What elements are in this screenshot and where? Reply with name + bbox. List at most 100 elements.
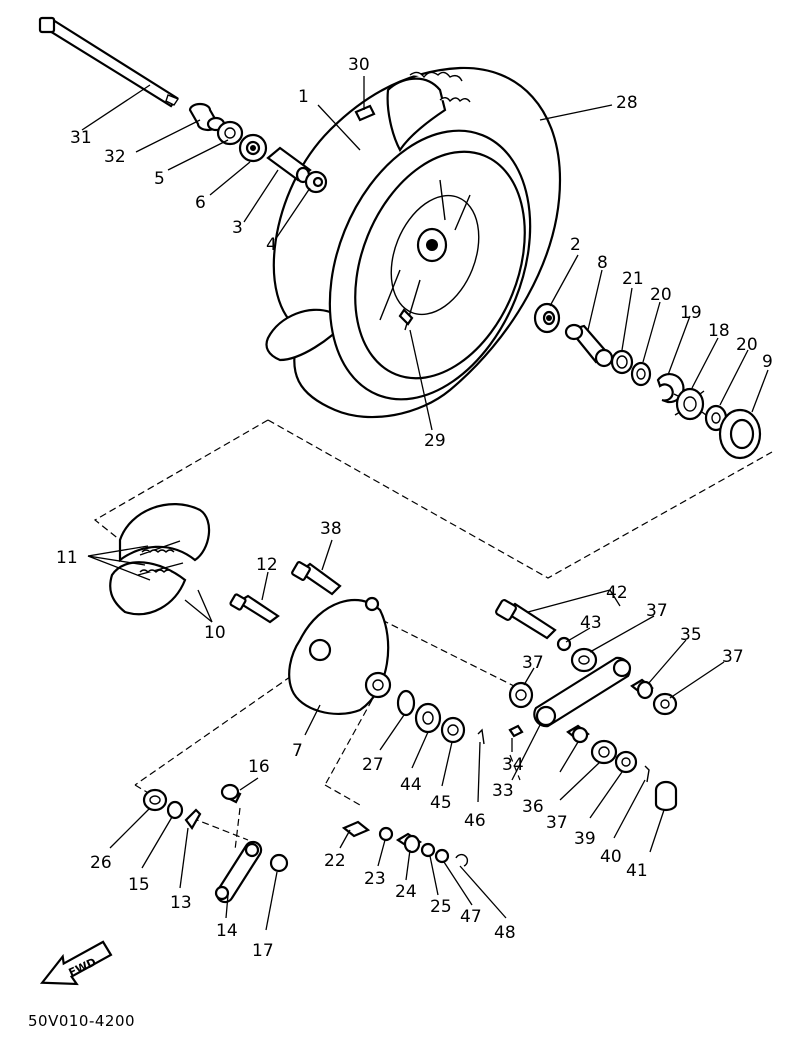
callout-24: 24 (395, 882, 417, 902)
callout-14: 14 (216, 921, 238, 941)
brake-shoe-plate (288, 596, 392, 715)
callout-4: 4 (266, 235, 277, 255)
rear-axle (38, 16, 180, 108)
brake-shoe-set (109, 503, 211, 616)
cotter-pin-43 (556, 636, 572, 652)
bearing-right (533, 302, 561, 334)
sprocket-hub-shaft (564, 323, 614, 368)
callout-40: 40 (600, 847, 622, 867)
washer-37-left (508, 681, 534, 709)
o-ring-27 (396, 689, 416, 717)
callout-25: 25 (430, 897, 452, 917)
adjuster-22 (341, 820, 371, 838)
callout-22: 22 (324, 851, 346, 871)
cotter-pin-46 (477, 728, 485, 745)
cap-41 (654, 780, 678, 812)
nut-45 (440, 716, 466, 744)
indicator-13 (184, 808, 202, 830)
washer-upper (630, 361, 652, 387)
callout-37b: 37 (522, 653, 544, 673)
callout-43: 43 (580, 613, 602, 633)
camshaft-lever-14 (214, 840, 263, 904)
torque-rod (533, 656, 632, 728)
collar (304, 170, 328, 194)
callout-12: 12 (256, 555, 278, 575)
washer-25 (420, 842, 436, 858)
washer-44 (414, 702, 442, 734)
callout-10: 10 (204, 623, 226, 643)
callout-30: 30 (348, 55, 370, 75)
callout-39: 39 (574, 829, 596, 849)
callout-9: 9 (762, 352, 773, 372)
callout-16: 16 (248, 757, 270, 777)
callout-11: 11 (56, 548, 78, 568)
collar-36 (566, 724, 590, 744)
leader-lines (81, 76, 769, 931)
diagram-code: 50V010-4200 (28, 1012, 135, 1030)
spacer (266, 146, 312, 184)
spring-23 (378, 826, 394, 842)
callout-2: 2 (570, 235, 581, 255)
washer-37-top (570, 647, 598, 673)
bolt-42 (495, 599, 557, 640)
bolt-38 (291, 561, 342, 596)
callout-21: 21 (622, 269, 644, 289)
callout-36: 36 (522, 797, 544, 817)
callout-34: 34 (502, 755, 524, 775)
callout-44: 44 (400, 775, 422, 795)
seal-15 (166, 800, 184, 820)
bolt-16 (220, 783, 242, 804)
washer-47 (434, 848, 450, 864)
sprocket (673, 387, 707, 421)
callout-37d: 37 (546, 813, 568, 833)
callout-8: 8 (597, 253, 608, 273)
callout-37a: 37 (646, 601, 668, 621)
nut-39 (614, 750, 638, 774)
bearing-left (238, 133, 268, 163)
callout-45: 45 (430, 793, 452, 813)
bolt-12 (229, 593, 280, 624)
callout-27: 27 (362, 755, 384, 775)
callout-7: 7 (292, 741, 303, 761)
collar-35 (630, 678, 654, 700)
fwd-arrow-icon: FWD (39, 940, 113, 986)
callout-38: 38 (320, 519, 342, 539)
callout-20a: 20 (650, 285, 672, 305)
axle-collar (188, 102, 226, 132)
callout-48: 48 (494, 923, 516, 943)
washer-37-bottom (590, 739, 618, 765)
callout-31: 31 (70, 128, 92, 148)
circlip (610, 349, 634, 375)
callout-20b: 20 (736, 335, 758, 355)
callout-41: 41 (626, 861, 648, 881)
assembly-guide-lines (93, 419, 773, 851)
callout-6: 6 (195, 193, 206, 213)
callout-1: 1 (298, 87, 309, 107)
callout-26: 26 (90, 853, 112, 873)
callout-23: 23 (364, 869, 386, 889)
tire-valve (398, 308, 414, 326)
callout-3: 3 (232, 218, 243, 238)
callout-labels: 1 2 3 4 5 6 7 8 9 10 11 12 13 14 15 16 1… (56, 55, 773, 961)
brake-cam-26 (142, 788, 168, 812)
callout-15: 15 (128, 875, 150, 895)
valve-cap (354, 104, 376, 122)
washer-37-right (652, 692, 678, 716)
right-oil-seal (718, 408, 762, 460)
callout-29: 29 (424, 431, 446, 451)
callout-37c: 37 (722, 647, 744, 667)
callout-32: 32 (104, 147, 126, 167)
pin-24 (395, 832, 423, 854)
callout-46: 46 (464, 811, 486, 831)
clip-48 (455, 853, 469, 867)
callout-42: 42 (606, 583, 628, 603)
cotter-pin-40 (644, 765, 650, 783)
callout-5: 5 (154, 169, 165, 189)
wheel-rim (328, 129, 532, 401)
nut-17 (269, 853, 289, 873)
callout-28: 28 (616, 93, 638, 113)
callout-33: 33 (492, 781, 514, 801)
callout-18: 18 (708, 321, 730, 341)
nut-34 (508, 724, 524, 738)
